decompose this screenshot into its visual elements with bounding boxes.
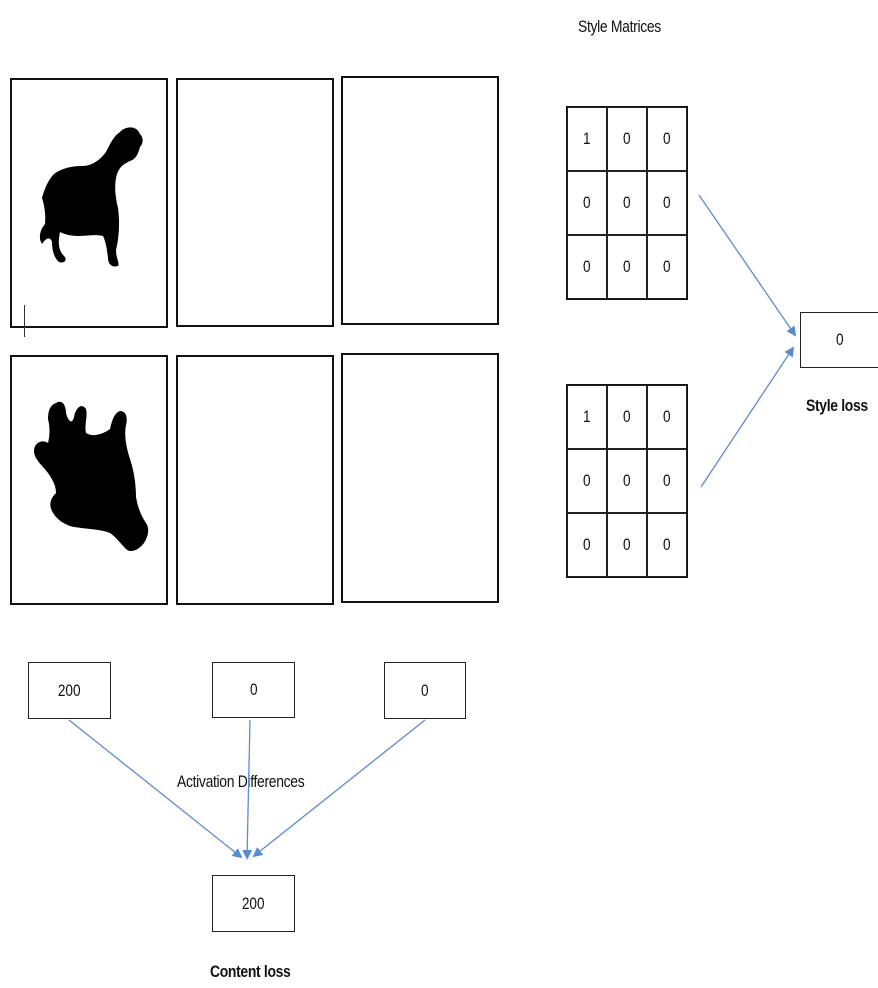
- content-image-frame-bottom: [10, 355, 168, 605]
- matrix-cell: 0: [647, 449, 687, 513]
- style-loss-box: 0: [800, 312, 878, 368]
- arrow-matrix-bottom-to-style-loss: [700, 346, 795, 488]
- style-image-frame-top: [176, 78, 334, 327]
- activation-difference-box: 0: [212, 662, 295, 718]
- content-loss-box: 200: [212, 875, 295, 932]
- dog-silhouette-icon: [39, 127, 143, 267]
- matrix-cell: 0: [647, 235, 687, 299]
- matrix-cell: 0: [647, 171, 687, 235]
- style-loss-label: Style loss: [806, 396, 868, 415]
- matrix-cell: 0: [607, 513, 647, 577]
- activation-difference-box: 200: [28, 662, 111, 719]
- matrix-cell: 0: [647, 385, 687, 449]
- activation-difference-box: 0: [384, 662, 466, 719]
- matrix-cell: 0: [567, 171, 607, 235]
- matrix-cell: 0: [567, 513, 607, 577]
- matrix-cell: 0: [647, 107, 687, 171]
- generated-image-frame-top: [341, 76, 499, 325]
- content-image-frame: [10, 78, 168, 328]
- text-cursor: [24, 305, 25, 337]
- matrix-cell: 1: [567, 107, 607, 171]
- matrix-cell: 0: [607, 385, 647, 449]
- activation-difference-value: 0: [249, 680, 258, 699]
- matrix-cell: 0: [567, 235, 607, 299]
- style-matrix-top: 1 0 0 0 0 0 0 0 0: [566, 106, 688, 300]
- activation-difference-value: 0: [421, 680, 429, 700]
- matrix-cell: 0: [607, 107, 647, 171]
- style-matrices-title: Style Matrices: [578, 17, 661, 36]
- style-loss-value: 0: [836, 330, 844, 349]
- matrix-cell: 0: [607, 171, 647, 235]
- style-matrix-bottom: 1 0 0 0 0 0 0 0 0: [566, 384, 688, 578]
- activation-difference-value: 200: [58, 680, 81, 700]
- style-image-frame-bottom: [176, 355, 334, 605]
- arrow-matrix-top-to-style-loss: [698, 194, 797, 337]
- matrix-cell: 0: [567, 449, 607, 513]
- matrix-cell: 0: [607, 235, 647, 299]
- matrix-cell: 0: [607, 449, 647, 513]
- generated-image-frame-bottom: [341, 353, 499, 603]
- matrix-cell: 1: [567, 385, 607, 449]
- matrix-cell: 0: [647, 513, 687, 577]
- dog-silhouette-rotated-icon: [34, 401, 149, 551]
- activation-differences-label: Activation Differences: [177, 772, 305, 791]
- content-loss-value: 200: [242, 893, 265, 913]
- content-loss-label: Content loss: [210, 962, 291, 981]
